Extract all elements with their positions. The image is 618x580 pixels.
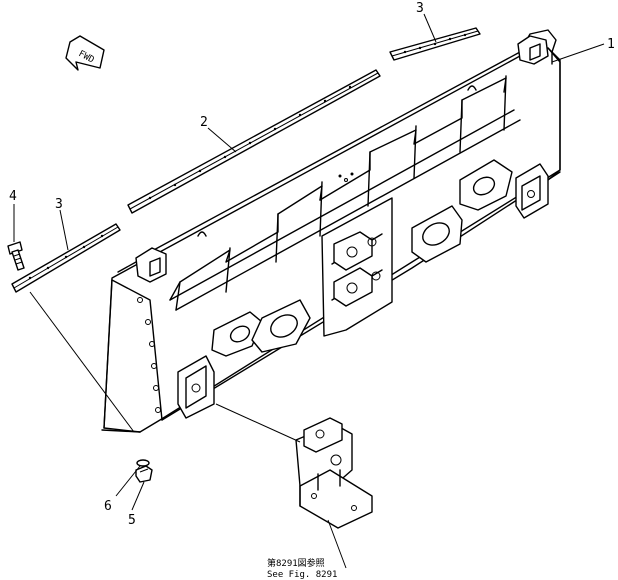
callout-3-right: 3 — [416, 1, 424, 16]
reference-caption-jp: 第8291図参照 — [267, 557, 325, 569]
leader-lines — [13, 13, 605, 569]
callout-4: 4 — [9, 189, 17, 204]
callout-6: 6 — [104, 499, 112, 514]
trunnion-assembly — [295, 417, 373, 529]
right-trunnion-mount — [411, 159, 549, 263]
callout-3-left: 3 — [55, 197, 63, 212]
left-trunnion-mount — [177, 299, 311, 419]
center-brace — [321, 172, 393, 337]
reference-caption-en: See Fig. 8291 — [267, 570, 337, 580]
nut-and-washer — [135, 459, 153, 483]
callout-1: 1 — [607, 37, 615, 52]
cutting-edge-center — [127, 69, 381, 214]
cutting-edge-left — [11, 223, 121, 293]
fwd-arrow: FWD — [65, 35, 105, 71]
bolt — [7, 241, 25, 271]
callout-2: 2 — [200, 115, 208, 130]
cutting-edge-right — [389, 27, 481, 61]
callout-5: 5 — [128, 513, 136, 528]
